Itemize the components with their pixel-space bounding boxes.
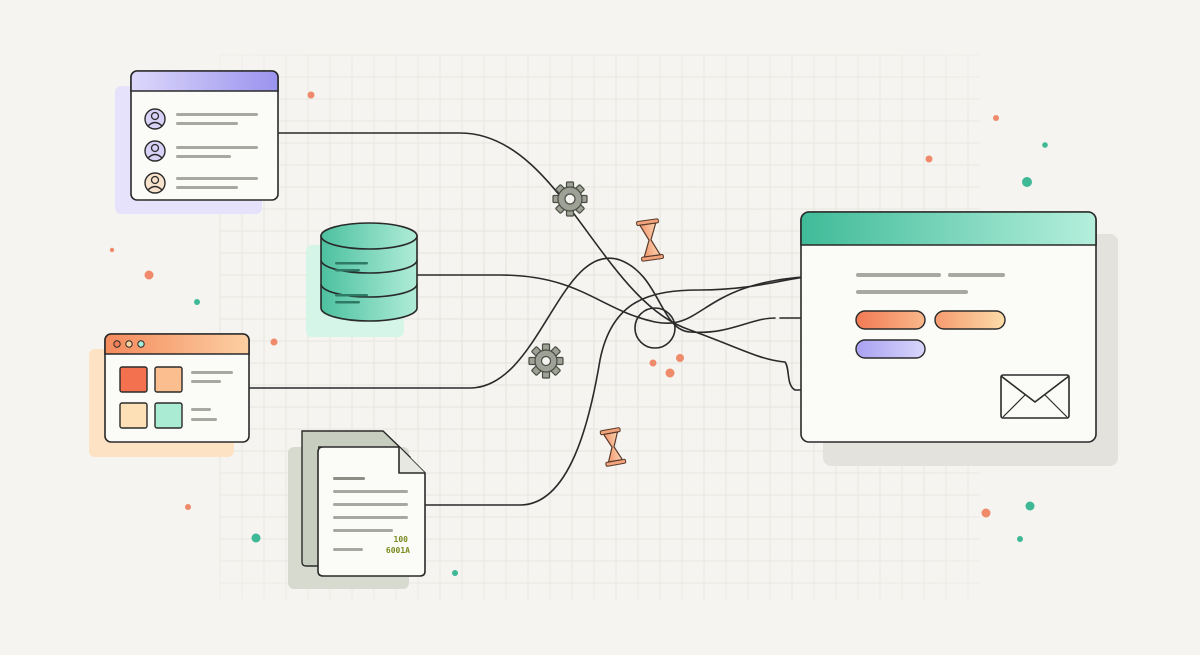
decorative-dots [109,91,1048,576]
dashboard-window [89,333,250,457]
user-row [144,140,258,162]
window-dot [113,340,121,348]
window-dot [125,340,133,348]
document-code-line-1: 100 [394,535,409,544]
form-button [934,310,1006,330]
line-users-to-form [277,132,827,391]
line-document-to-form [424,275,821,506]
user-row [144,172,258,194]
tile [119,402,148,429]
tile [119,366,148,393]
form-window [800,211,1118,466]
user-row [144,108,258,130]
tile [154,402,183,429]
gear-icon [528,343,564,379]
tangle-loop [634,307,676,349]
form-button [855,339,926,359]
gear-icon [552,181,588,217]
window-dot [137,340,145,348]
tile [154,366,183,393]
document-code-line-2: 6001A [386,546,410,555]
document-pages: 100 6001A [288,430,426,589]
form-button [855,310,926,330]
hourglass-icon [636,218,664,262]
line-dashboard-to-form [248,257,776,389]
user-list-window [115,70,279,214]
envelope-icon [1000,374,1070,419]
hourglass-icon [599,427,627,467]
line-database-to-form [417,274,821,325]
database-cylinder [306,222,418,337]
